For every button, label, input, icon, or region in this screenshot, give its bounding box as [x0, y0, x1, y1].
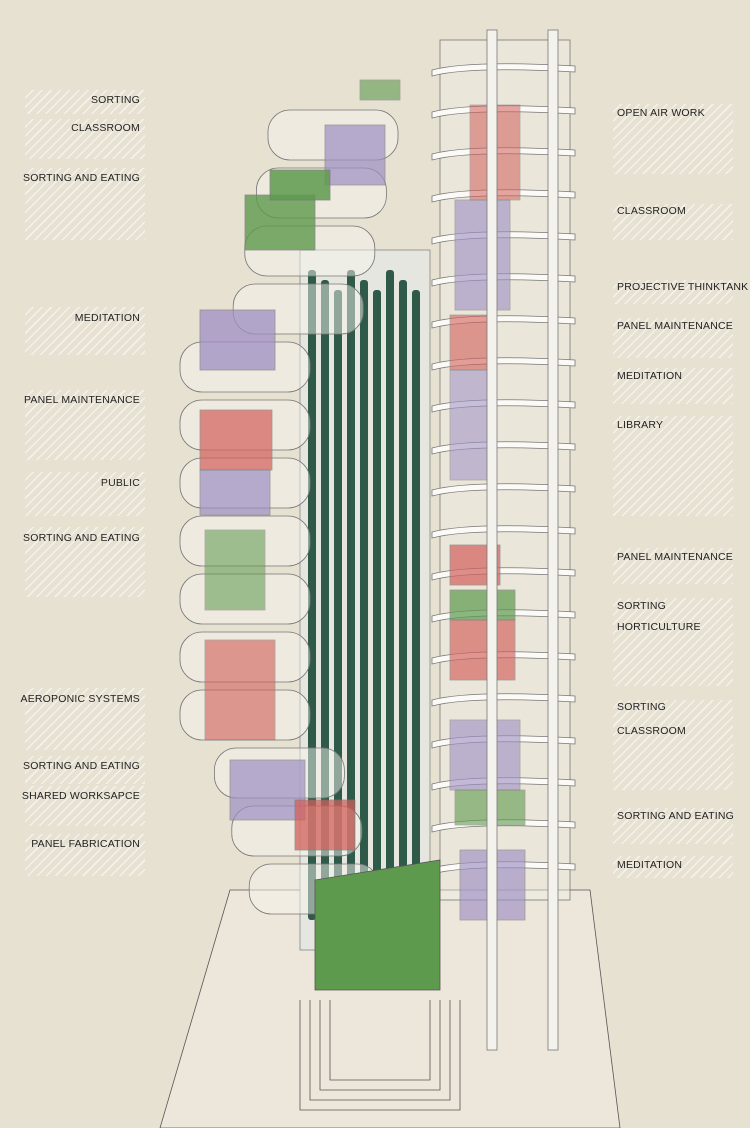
hatch-panel [25, 90, 145, 114]
floor-slab [431, 147, 576, 161]
hatch-panel [613, 280, 733, 304]
program-label: AEROPONIC SYSTEMS [20, 693, 140, 705]
hatch-panel [25, 756, 145, 784]
program-block-green [359, 79, 401, 101]
hatch-panel [613, 104, 733, 174]
program-label: PROJECTIVE THINKTANK [617, 281, 749, 293]
program-label: MEDITATION [617, 370, 683, 382]
program-label: SHARED WORKSAPCE [21, 790, 140, 802]
hatch-panel [25, 307, 145, 355]
hatch-panel [25, 390, 145, 460]
program-block-red [449, 619, 516, 681]
program-block-purple [199, 469, 271, 516]
floor-slab [431, 63, 576, 77]
program-label: CLASSROOM [71, 122, 140, 134]
program-block-red [199, 409, 273, 471]
floor-slab [431, 693, 576, 707]
program-label: SORTING AND EATING [617, 810, 734, 822]
hatch-panel [613, 368, 733, 404]
program-label: OPEN AIR WORK [617, 107, 705, 119]
hatch-panel [613, 700, 733, 790]
program-label: SORTING AND EATING [23, 532, 140, 544]
program-block-green [449, 589, 516, 621]
program-block-purple [199, 309, 276, 371]
program-label: PANEL MAINTENANCE [617, 320, 734, 332]
core-column [412, 290, 420, 940]
program-block-red [204, 639, 276, 741]
hatch-panel [613, 598, 733, 686]
hatch-panel [613, 808, 733, 844]
hatch-panel [25, 119, 145, 159]
program-label: PANEL FABRICATION [31, 838, 140, 850]
program-block-purple [229, 759, 306, 821]
program-label: SORTING [90, 94, 140, 106]
hatch-panel [613, 416, 733, 516]
program-label: PANEL MAINTENANCE [617, 551, 734, 563]
hatch-panel [25, 527, 145, 597]
program-block-green [269, 169, 331, 201]
program-block-purple [449, 719, 521, 791]
hatch-panel [25, 834, 145, 876]
floor-slab [431, 525, 576, 539]
program-label: SORTING AND EATING [23, 172, 140, 184]
program-block-red [294, 799, 356, 851]
structural-mast [547, 29, 559, 1051]
core-column [399, 280, 407, 930]
program-block-purple [454, 199, 511, 311]
core-column [360, 280, 368, 930]
program-label: CLASSROOM [617, 205, 686, 217]
core-column [347, 270, 355, 920]
program-label: SORTING [617, 701, 667, 713]
core-column [373, 290, 381, 940]
program-label: HORTICULTURE [617, 621, 701, 633]
floor-slab [431, 105, 576, 119]
program-label: PANEL MAINTENANCE [23, 394, 140, 406]
core-column [386, 270, 394, 920]
ground-green-plaza [314, 859, 441, 991]
right-slab-tower [431, 29, 576, 1051]
hatch-panel [25, 688, 145, 750]
hatch-panel [613, 548, 733, 584]
hatch-panel [613, 856, 733, 878]
program-label: SORTING AND EATING [23, 760, 140, 772]
program-label: LIBRARY [617, 419, 664, 431]
program-block-purple [324, 124, 386, 186]
floor-slab [431, 483, 576, 497]
program-label: SORTING [617, 600, 667, 612]
hatch-panel [25, 472, 145, 516]
program-label: MEDITATION [74, 312, 140, 324]
structural-mast [486, 29, 498, 1051]
program-block-green [204, 529, 266, 611]
program-block-green [244, 194, 316, 251]
program-label: PUBLIC [100, 477, 140, 489]
hatch-panel [25, 168, 145, 240]
hatch-panel [613, 318, 733, 358]
program-label: MEDITATION [617, 859, 683, 871]
program-label: CLASSROOM [617, 725, 686, 737]
floor-slab [431, 189, 576, 203]
hatch-panel [25, 786, 145, 826]
hatch-panel [613, 204, 733, 240]
